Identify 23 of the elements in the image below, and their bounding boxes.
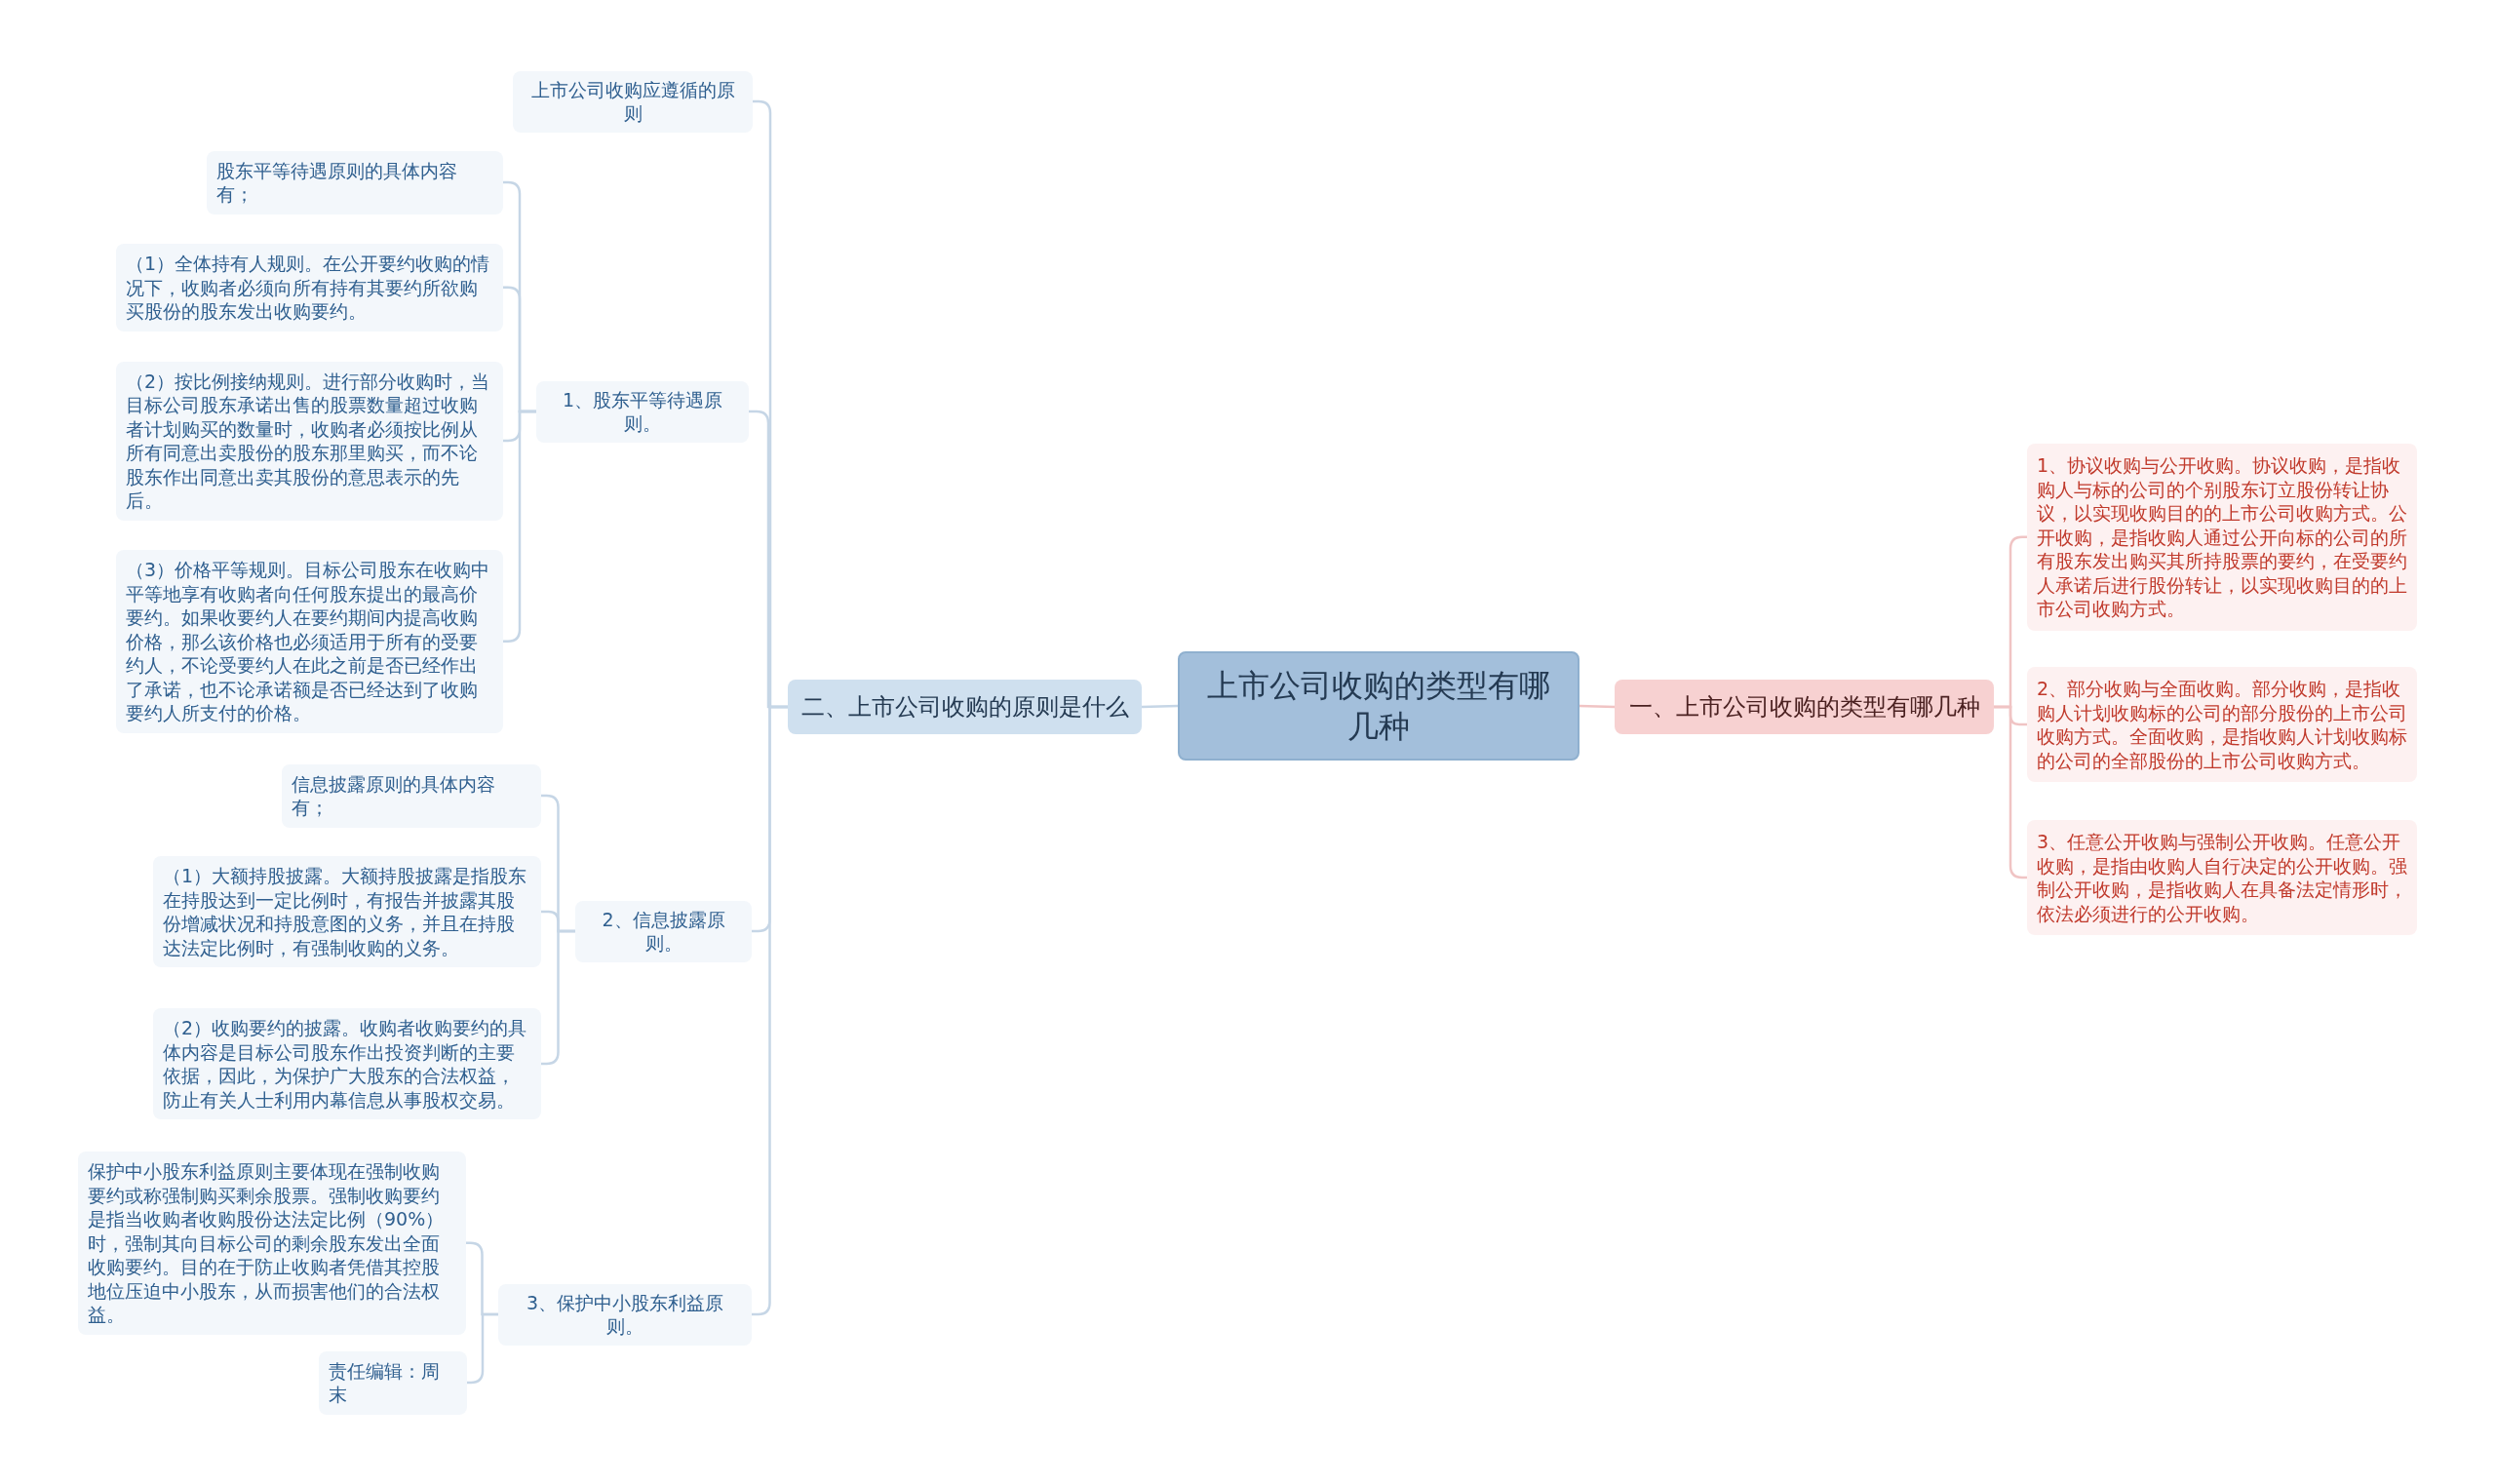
text-box: （3）价格平等规则。目标公司股东在收购中平等地享有收购者向任何股东提出的最高价要约。如果收要约人在要约期间内提高收购价格，那么该价格也必须适用于所有的受要约人，不论受要约人在此之前是否已经作出了承诺，也不论承诺额是否已经达到了收购要约人所支付的价格。 xyxy=(116,550,503,733)
text-box: 3、任意公开收购与强制公开收购。任意公开收购，是指由收购人自行决定的公开收购。强制公开收购，是指收购人在具备法定情形时，依法必须进行的公开收购。 xyxy=(2027,820,2417,935)
text-box: 1、协议收购与公开收购。协议收购，是指收购人与标的公司的个别股东订立股份转让协议，以实现收购目的的上市公司收购方式。公开收购，是指收购人通过公开向标的公司的所有股东发出购买其所持股票的要约，在受要约人承诺后进行股份转让，以实现收购目的的上市公司收购方式。 xyxy=(2027,444,2417,631)
topic-box: 一、上市公司收购的类型有哪几种 xyxy=(1615,680,1994,734)
subtopic-box: 3、保护中小股东利益原则。 xyxy=(498,1283,752,1346)
text-box: 保护中小股东利益原则主要体现在强制收购要约或称强制购买剩余股票。强制收购要约是指当收购者收购股份达法定比例（90%）时，强制其向目标公司的剩余股东发出全面收购要约。目的在于防止收购者凭借其控股地位压迫中小股东，从而损害他们的合法权益。 xyxy=(78,1152,466,1335)
connector-line xyxy=(752,705,788,1316)
subtopic-box: 上市公司收购应遵循的原则 xyxy=(513,70,753,133)
text-box: （1）全体持有人规则。在公开要约收购的情况下，收购者必须向所有持有其要约所欲购买股份的股东发出收购要约。 xyxy=(116,244,503,332)
text-box: 责任编辑：周末 xyxy=(319,1350,467,1415)
central-topic-box: 上市公司收购的类型有哪几种 xyxy=(1178,651,1580,761)
text-box: （2）收购要约的披露。收购者收购要约的具体内容是目标公司股东作出投资判断的主要依据，因此，为保护广大股东的合法权益，防止有关人士利用内幕信息从事股权交易。 xyxy=(153,1008,541,1119)
connector-line xyxy=(1141,704,1179,709)
text-box: 信息披露原则的具体内容有； xyxy=(282,763,541,828)
text-box: （1）大额持股披露。大额持股披露是指股东在持股达到一定比例时，有报告并披露其股份增减状况和持股意图的义务，并且在持股达法定比例时，有强制收购的义务。 xyxy=(153,856,541,967)
text-box: 2、部分收购与全面收购。部分收购，是指收购人计划收购标的公司的部分股份的上市公司收购方式。全面收购，是指收购人计划收购标的公司的全部股份的上市公司收购方式。 xyxy=(2027,667,2417,782)
text-box: （2）按比例接纳规则。进行部分收购时，当目标公司股东承诺出售的股票数量超过收购者计划购买的数量时，收购者必须按比例从所有同意出卖股份的股东那里购买，而不论股东作出同意出卖其股份的意思表示的先后。 xyxy=(116,361,503,521)
text-box: 股东平等待遇原则的具体内容有； xyxy=(207,150,503,215)
topic-box: 二、上市公司收购的原则是什么 xyxy=(788,680,1142,734)
connector-line xyxy=(541,929,575,1066)
subtopic-box: 2、信息披露原则。 xyxy=(575,900,752,962)
subtopic-box: 1、股东平等待遇原则。 xyxy=(536,380,749,443)
connector-line xyxy=(1579,704,1616,709)
